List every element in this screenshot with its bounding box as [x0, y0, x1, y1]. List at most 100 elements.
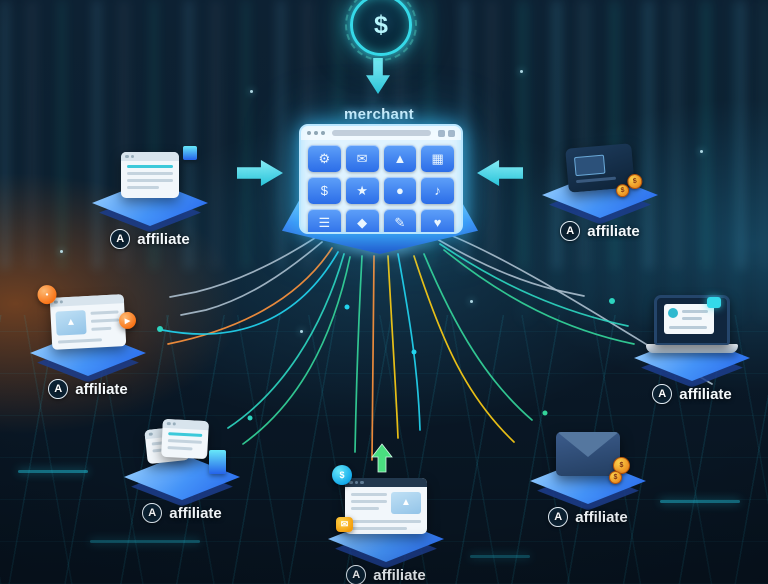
affiliate-label: A affiliate: [548, 507, 628, 527]
window-dot: [53, 300, 58, 305]
dollar-symbol: $: [374, 10, 388, 39]
mail-badge-icon: ✉: [336, 517, 353, 532]
flow-dot: [247, 415, 253, 421]
laptop-keyboard: [646, 344, 738, 353]
app-user-icon: ●: [383, 177, 417, 204]
envelope-flap: [556, 432, 620, 457]
affiliate-label: A affiliate: [142, 503, 222, 523]
browser-doc-illustration: [121, 140, 197, 198]
app-music-icon: ♪: [421, 177, 454, 204]
affiliate-label: A affiliate: [560, 221, 640, 241]
text-line: [167, 446, 193, 451]
app-gear-icon: ⚙: [308, 145, 341, 172]
mountain-icon: ▲: [65, 316, 77, 329]
text-line: [168, 432, 203, 437]
coin-icon: $: [609, 471, 622, 484]
app-dollar-icon: $: [308, 177, 341, 204]
app-pencil-icon: ✎: [383, 209, 417, 232]
window-dot: [125, 154, 129, 159]
affiliate-node-mid-left: ▲ • ▶ A affiliate: [23, 284, 153, 399]
flow-line-yellow-center: [387, 255, 399, 439]
affiliate-label: A affiliate: [48, 379, 128, 399]
window-dot: [360, 480, 364, 485]
text-line: [351, 520, 421, 523]
affiliate-node-bottom-right: $ $ A affiliate: [523, 418, 653, 527]
affiliate-label-text: affiliate: [169, 504, 222, 522]
affiliate-node-bottom-left: A affiliate: [117, 414, 247, 523]
image-placeholder: ▲: [55, 310, 87, 336]
affiliate-badge-icon: A: [110, 229, 131, 249]
text-line: [127, 172, 173, 175]
affiliate-label-text: affiliate: [679, 385, 732, 403]
text-line: [669, 326, 707, 329]
documents-illustration: [144, 414, 226, 474]
chat-bubble-icon: [707, 297, 721, 308]
flow-line-cyan-center: [397, 253, 421, 431]
flow-dot: [609, 298, 615, 304]
envelope-group: $ $: [556, 432, 630, 484]
window-dot: [166, 421, 171, 426]
coin-badge-icon: $: [332, 465, 352, 485]
merchant-app-grid: ⚙ ✉ ▲ ▦ $ ★ ● ♪ ☰ ◆ ✎ ♥: [301, 140, 461, 232]
address-bar: [332, 130, 431, 136]
window-dot: [148, 432, 153, 437]
affiliate-label: A affiliate: [346, 565, 426, 584]
browser-titlebar: [49, 294, 125, 307]
media-browser-illustration: ▲ • ▶: [37, 284, 137, 350]
window-dot: [59, 300, 63, 304]
merchant-browser-bar: [301, 126, 461, 140]
webpage-illustration: ▲ $ ✉: [332, 465, 427, 534]
text-line: [682, 317, 702, 320]
flow-dot: [157, 326, 163, 332]
app-menu-icon: ☰: [308, 209, 341, 232]
flow-line-green-center: [354, 255, 363, 453]
window-dot: [354, 480, 358, 485]
text-line: [575, 176, 617, 184]
text-line: [91, 326, 112, 331]
text-line: [90, 318, 120, 323]
affiliate-label-text: affiliate: [75, 380, 128, 398]
card-icon: [573, 154, 606, 177]
image-placeholder: ▲: [391, 492, 421, 514]
play-badge-icon: ▶: [118, 311, 137, 330]
app-image-icon: ▲: [383, 145, 417, 172]
document-card: [161, 418, 209, 460]
mountain-icon: ▲: [401, 497, 411, 508]
text-line: [90, 310, 119, 315]
browser-titlebar: [121, 152, 179, 161]
text-line: [351, 500, 387, 503]
app-diamond-icon: ◆: [345, 209, 379, 232]
documents-group: [144, 418, 226, 474]
text-line: [127, 186, 159, 189]
cube-icon: [183, 146, 197, 160]
browser-titlebar: [345, 478, 427, 487]
app-heart-icon: ♥: [421, 209, 454, 232]
profile-card: [664, 297, 721, 334]
monitor: $ $: [565, 143, 643, 198]
window-dot: [307, 131, 311, 135]
merchant-device: ⚙ ✉ ▲ ▦ $ ★ ● ♪ ☰ ◆ ✎ ♥: [299, 124, 463, 234]
flow-line-orange-center: [371, 255, 375, 461]
flow-line-yellow-bottom-right: [413, 255, 515, 443]
affiliate-badge-icon: A: [560, 221, 581, 241]
affiliate-label: A affiliate: [652, 384, 732, 404]
text-line: [167, 439, 202, 444]
flow-dot: [542, 410, 548, 416]
affiliate-badge-icon: A: [346, 565, 367, 584]
affiliate-badge-icon: A: [142, 503, 163, 523]
text-line: [57, 338, 103, 344]
window-button: [448, 129, 455, 137]
affiliate-label-text: affiliate: [373, 566, 426, 584]
text-line: [351, 507, 379, 510]
window-dot: [314, 131, 318, 135]
server-box-icon: [209, 450, 226, 474]
browser-window: ▲ • ▶: [37, 284, 137, 350]
dollar-coin-icon: $: [345, 0, 417, 61]
text-line: [682, 310, 708, 313]
affiliate-label-text: affiliate: [575, 508, 628, 526]
affiliate-badge-icon: A: [652, 384, 673, 404]
window-button: [438, 129, 445, 137]
text-line: [127, 179, 173, 182]
window-dot: [130, 154, 134, 159]
flow-dot: [411, 349, 417, 355]
